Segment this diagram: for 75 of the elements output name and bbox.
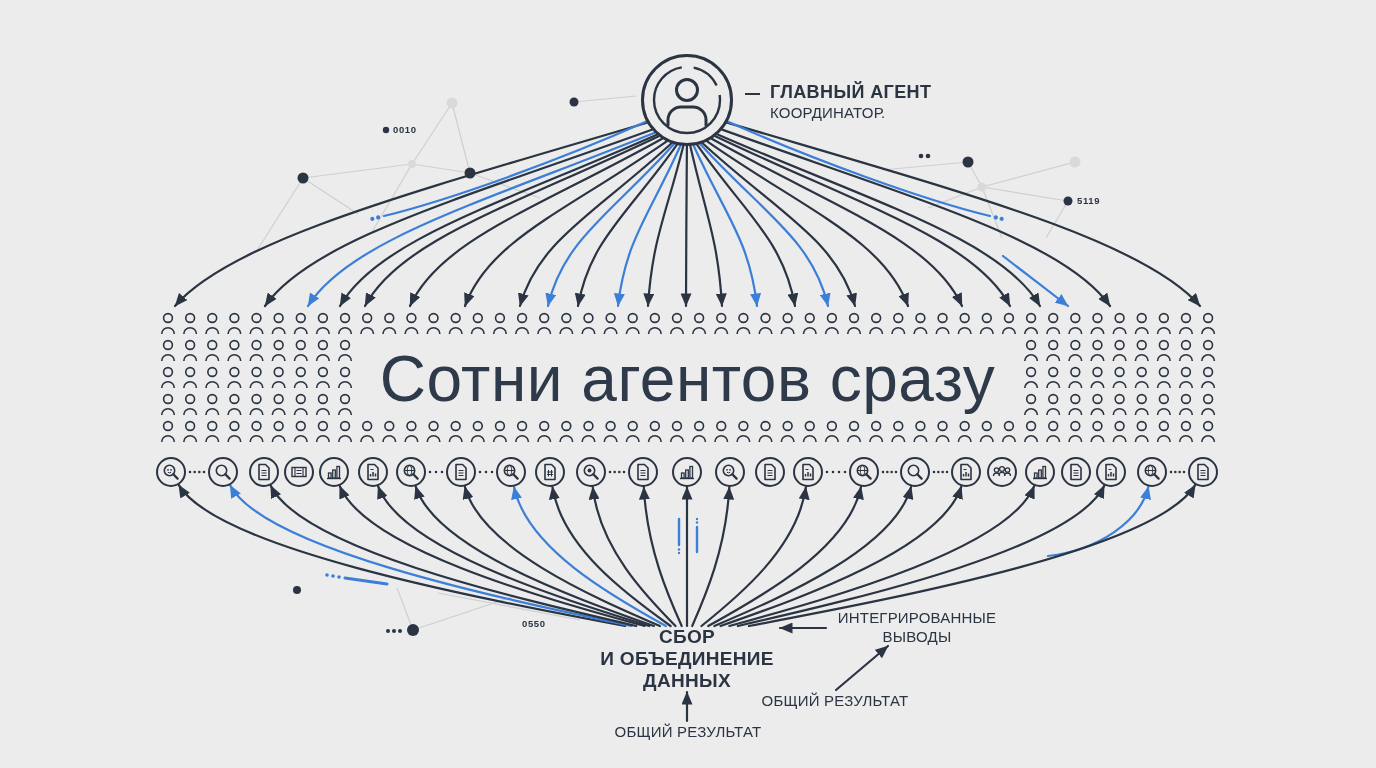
document-chart-icon [1096,457,1126,487]
arrow [691,485,734,628]
arrow [1046,485,1150,558]
arrow [589,485,677,628]
magnifier-icon [576,457,606,487]
code-label: 0550 [522,618,546,629]
magnifier-icon [715,457,745,487]
arrow [747,483,1197,628]
bar-chart-icon [672,457,702,487]
document-icon [249,457,279,487]
arrow [639,485,683,628]
document-icon [1061,457,1091,487]
arrow [736,484,1106,628]
connector-line [726,120,1004,222]
magnifier-icon [900,457,930,487]
arrow [699,143,830,308]
code-label: 5119 [1077,195,1100,206]
arrow [408,137,664,308]
arrow [721,128,1112,308]
arrow [696,143,798,308]
arrow [681,690,693,723]
arrow [518,142,673,308]
arrow [643,144,685,308]
arrow [728,484,1036,628]
arrow [719,485,963,628]
bar-chart-icon [1025,457,1055,487]
document-icon [535,457,565,487]
bar-chart-icon [319,457,349,487]
document-icon [628,457,658,487]
arrow [726,121,1202,308]
arrow [463,140,668,308]
person-icon [641,54,733,146]
arrow [549,485,672,628]
arrow [689,144,727,308]
code-label: 0010 [393,124,417,135]
arrow [834,644,890,692]
arrow [713,485,913,628]
caption-label: СБОР И ОБЪЕДИНЕНИЕ ДАННЫХ [594,626,780,692]
note-label: ОБЩИЙ РЕЗУЛЬТАТ [605,721,771,741]
document-chart-icon [358,457,388,487]
arrow [680,144,692,308]
connector-line [370,120,648,222]
magnifier-icon [396,457,426,487]
magnifier-icon [1137,457,1167,487]
magnifier-icon [208,457,238,487]
magnifier-icon [496,457,526,487]
arrow [681,485,693,628]
headline: Сотни агентов сразу [379,344,996,414]
arrow [1001,254,1070,308]
magnifier-icon [156,457,186,487]
document-icon [446,457,476,487]
arrow [546,143,676,308]
role-subtitle: КООРДИНАТОР. [770,103,886,123]
document-icon [1188,457,1218,487]
arrow [692,144,761,308]
table-icon [284,457,314,487]
arrow [173,121,649,308]
arrow [700,485,809,628]
magnifier-icon [849,457,879,487]
arrow [614,144,682,308]
document-icon [755,457,785,487]
arrow [512,485,667,628]
people-group-icon [987,457,1017,487]
note-label: ИНТЕГРИРОВАННЫЕ ВЫВОДЫ [826,608,1008,646]
arrow [778,622,828,634]
note-label: ОБЩИЙ РЕЗУЛЬТАТ [752,690,918,710]
arrow [707,485,863,628]
arrow [706,140,910,308]
document-chart-icon [951,457,981,487]
arrow [710,137,964,308]
arrow [701,142,857,308]
arrow [575,143,678,308]
arrow [463,485,661,628]
document-chart-icon [793,457,823,487]
role-heading: ГЛАВНЫЙ АГЕНТ [745,81,932,103]
